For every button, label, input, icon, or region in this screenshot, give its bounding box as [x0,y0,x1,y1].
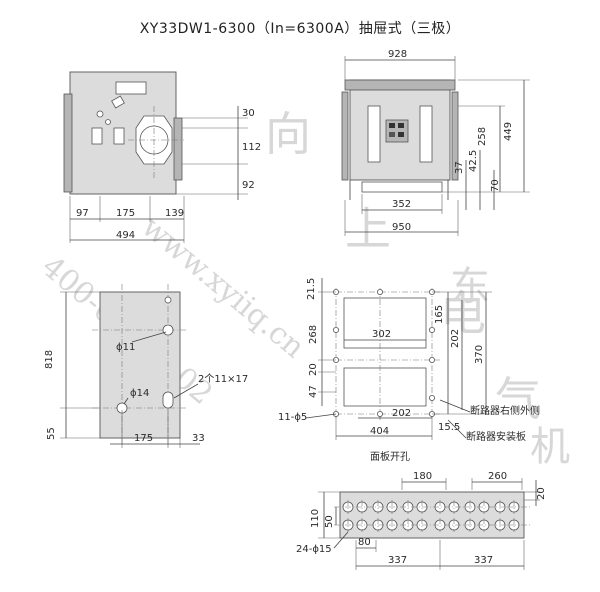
dim-928: 928 [388,49,407,60]
side-drawer-base [361,181,443,193]
caption-panel-cutout: 面板开孔 [370,450,410,463]
front-right-rail [173,117,183,181]
mount-slot [162,391,174,409]
dim-80: 80 [358,537,371,548]
dim-175-mount: 175 [134,433,153,444]
cutout-hole-2 [376,288,383,295]
dim-337-right: 337 [474,555,493,566]
dim-112: 112 [242,142,261,153]
side-window-right [419,105,433,163]
dim-110: 110 [310,509,321,528]
dim-370: 370 [474,345,485,364]
dim-92: 92 [242,180,255,191]
front-window-top [115,81,147,95]
cutout-hole-11 [428,394,435,401]
mount-body [99,291,181,439]
dim-33: 33 [192,433,205,444]
dim-202-vertical: 202 [450,329,461,348]
panel-cutout-view: 302 21.5 268 20 47 165 202 370 [278,278,540,463]
dim-818: 818 [44,350,55,369]
dim-20-cutout: 20 [308,363,319,376]
side-indicator-3 [389,132,395,137]
front-hole-1 [96,110,104,118]
front-slot-right [113,127,125,145]
dim-50: 50 [324,515,335,528]
watermark-char-6: 东 [450,264,490,310]
side-indicator-2 [398,123,404,128]
dim-15-5: 15.5 [438,422,460,433]
dim-258: 258 [477,127,488,146]
dim-268: 268 [308,325,319,344]
cutout-hole-7 [428,356,435,363]
label-11-phi5: 11-ϕ5 [278,412,307,423]
dim-352: 352 [392,199,411,210]
front-left-rail [63,93,73,193]
watermark-char-5: 机 [530,424,570,470]
dim-260: 260 [488,471,507,482]
dim-202: 202 [392,408,411,419]
front-view: 97 175 139 494 30 112 92 [63,71,261,243]
dim-337-left: 337 [388,555,407,566]
dim-302: 302 [372,329,391,340]
dim-180: 180 [413,471,432,482]
mounting-view: ϕ11 ϕ14 2个11×17 818 55 175 33 [44,284,248,448]
watermark-char-1: 向 [265,107,311,161]
mount-hole-top [164,296,172,304]
dim-494: 494 [116,230,135,241]
cutout-hole-9 [376,410,383,417]
front-window-small [111,95,125,109]
dim-30: 30 [242,108,255,119]
side-left-edge [341,91,349,181]
dim-21-5: 21.5 [306,278,317,300]
cutout-upper [343,297,427,349]
dim-950: 950 [392,222,411,233]
dim-165: 165 [434,305,445,324]
watermark-char-2: 上 [345,202,391,256]
note-breaker-outer: 断路器右侧外侧 [470,404,540,417]
dim-404: 404 [370,426,389,437]
cutout-lower [343,367,427,407]
dim-37: 37 [454,161,465,174]
terminal-view: 180 260 20 110 50 80 337 337 [296,471,547,570]
front-slot-left [91,127,103,145]
dim-55: 55 [46,427,57,440]
dim-20-terminal: 20 [536,487,547,500]
dim-175-front: 175 [116,208,135,219]
side-indicator-1 [389,123,395,128]
terminal-plate [339,491,525,539]
dim-42-5: 42.5 [468,150,479,172]
side-right-edge [451,91,459,181]
watermark-char-4: 气 [495,372,541,426]
dim-70: 70 [490,179,501,192]
label-phi11: ϕ11 [116,342,135,353]
note-mount-plate: 断路器安装板 [466,430,526,443]
mount-hole-phi11 [162,324,174,336]
cutout-hole-4 [332,326,339,333]
dim-139: 139 [165,208,184,219]
label-24-phi15: 24-ϕ15 [296,544,332,555]
side-indicator-4 [398,132,404,137]
drawing-title: XY33DW1-6300（In=6300A）抽屉式（三极） [139,21,461,37]
label-phi14: ϕ14 [130,388,149,399]
side-window-left [367,105,381,163]
dim-449: 449 [503,122,514,141]
front-hole-2 [105,119,111,125]
dim-47: 47 [308,385,319,398]
cutout-hole-5 [428,326,435,333]
side-top-bar [344,79,456,91]
dim-97: 97 [76,208,89,219]
side-view: 928 352 950 258 449 37 42.5 70 [341,49,530,236]
label-slots: 2个11×17 [198,373,248,385]
